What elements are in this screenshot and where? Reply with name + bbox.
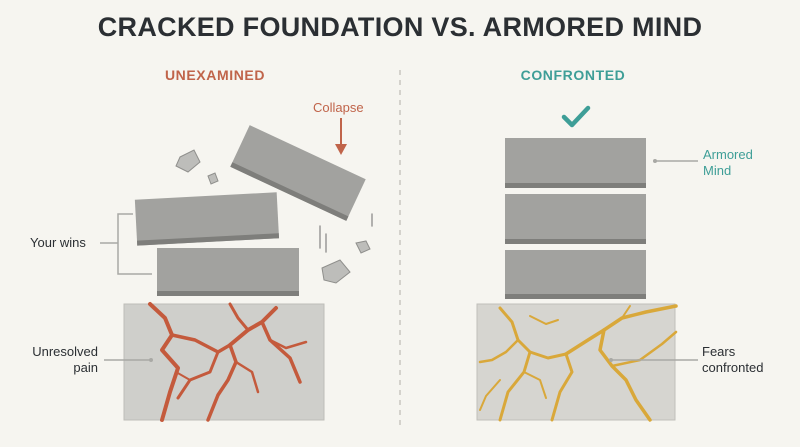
gold-cracks bbox=[478, 304, 678, 422]
debris-piece bbox=[207, 172, 219, 185]
your-wins-label: Your wins bbox=[30, 235, 86, 250]
unresolved-pain-label: Unresolved pain bbox=[32, 344, 98, 375]
unexamined-heading: UNEXAMINED bbox=[164, 67, 266, 83]
fears-confronted-label: Fears confronted bbox=[702, 344, 764, 375]
armored-block-bottom bbox=[505, 250, 646, 299]
win-block-bottom bbox=[157, 248, 299, 296]
wins-bracket bbox=[117, 213, 152, 275]
checkmark-icon bbox=[561, 105, 591, 128]
armored-block-top bbox=[505, 138, 646, 188]
cracked-foundation bbox=[123, 303, 325, 421]
debris-piece bbox=[321, 259, 351, 284]
confronted-heading: CONFRONTED bbox=[520, 67, 626, 83]
armored-mind-label: Armored Mind bbox=[703, 147, 753, 178]
debris-piece bbox=[355, 240, 371, 254]
motion-lines bbox=[319, 213, 373, 253]
arrow-down-icon bbox=[335, 118, 347, 155]
page-title: CRACKED FOUNDATION VS. ARMORED MIND bbox=[97, 12, 703, 42]
armored-block-middle bbox=[505, 194, 646, 244]
red-cracks bbox=[148, 302, 308, 422]
win-block-middle bbox=[134, 192, 280, 246]
confronted-foundation bbox=[476, 303, 676, 421]
debris-piece bbox=[175, 149, 201, 173]
collapse-label: Collapse bbox=[313, 100, 364, 115]
win-block-falling bbox=[230, 125, 366, 221]
